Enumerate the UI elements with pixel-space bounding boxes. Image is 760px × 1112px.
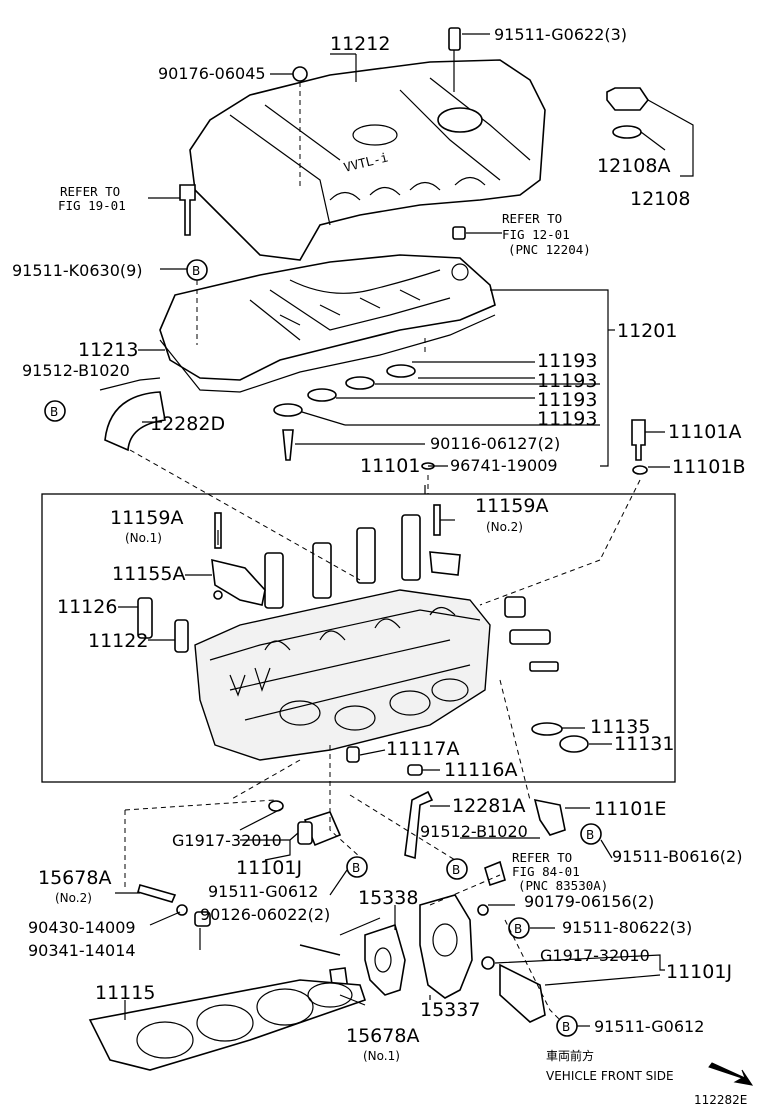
bolt-b-marker-1: B xyxy=(192,264,200,278)
label-refer-fig12-a: REFER TO xyxy=(502,211,562,226)
label-11116A: 11116A xyxy=(444,759,517,781)
label-refer-fig19-b: FIG 19-01 xyxy=(58,198,126,213)
part-number-labels: 11212 91511-G0622(3) 90176-06045 REFER T… xyxy=(12,25,747,1107)
label-91512-B1020-bot: 91512-B1020 xyxy=(420,822,528,841)
label-12108A: 12108A xyxy=(597,155,670,177)
label-90176-06045: 90176-06045 xyxy=(158,64,266,83)
label-refer-fig84-b: FIG 84-01 xyxy=(512,864,580,879)
label-refer-fig12-c: (PNC 12204) xyxy=(508,242,591,257)
label-12281A: 12281A xyxy=(452,795,525,817)
label-11193-4: 11193 xyxy=(537,408,597,430)
label-11201: 11201 xyxy=(617,320,677,342)
cylinder-head xyxy=(194,589,491,761)
label-no1-a: (No.1) xyxy=(125,531,162,545)
label-90179-06156: 90179-06156(2) xyxy=(524,892,654,911)
label-91511-80622: 91511-80622(3) xyxy=(562,918,692,937)
label-11159A-1: 11159A xyxy=(110,507,183,529)
bolt-b-marker-2: B xyxy=(50,405,58,419)
cam-cap-tubes xyxy=(137,504,589,776)
label-11212: 11212 xyxy=(330,33,390,55)
label-11159A-2: 11159A xyxy=(475,495,548,517)
label-15678A-b: 15678A xyxy=(346,1025,419,1047)
label-91511-G0612-a: 91511-G0612 xyxy=(208,882,318,901)
leader-lines xyxy=(99,33,694,1027)
label-figure-code: 112282E xyxy=(694,1093,747,1107)
bolt-b-marker-6: B xyxy=(514,922,522,936)
dashed-assembly-lines xyxy=(124,338,641,1021)
label-refer-fig84-a: REFER TO xyxy=(512,850,572,865)
label-vehicle-front-en: VEHICLE FRONT SIDE xyxy=(546,1069,674,1083)
label-G1917-32010-a: G1917-32010 xyxy=(172,831,282,850)
label-11101J-a: 11101J xyxy=(236,857,302,879)
cylinder-head-frame xyxy=(41,493,676,783)
label-refer-fig12-b: FIG 12-01 xyxy=(502,227,570,242)
label-90116-06127: 90116-06127(2) xyxy=(430,434,560,453)
label-11101J-b: 11101J xyxy=(666,961,732,983)
bolt-b-marker-4: B xyxy=(452,863,460,877)
label-12108: 12108 xyxy=(630,188,690,210)
label-11135: 11135 xyxy=(590,716,650,738)
label-11122: 11122 xyxy=(88,630,148,652)
label-11131: 11131 xyxy=(614,733,674,755)
label-11193-3: 11193 xyxy=(537,389,597,411)
label-no2-a: (No.2) xyxy=(486,520,523,534)
label-11101E: 11101E xyxy=(594,798,666,820)
label-vehicle-front-jp: 車両前方 xyxy=(546,1048,594,1063)
label-15678A-a: 15678A xyxy=(38,867,111,889)
label-12282D: 12282D xyxy=(150,413,225,435)
label-no1-b: (No.1) xyxy=(363,1049,400,1063)
label-refer-fig84-c: (PNC 83530A) xyxy=(518,878,608,893)
head-gasket-11115 xyxy=(88,979,367,1071)
label-91512-B1020-top: 91512-B1020 xyxy=(22,361,130,380)
label-11126: 11126 xyxy=(57,596,117,618)
vehicle-front-arrow xyxy=(708,1062,754,1086)
label-15338: 15338 xyxy=(358,887,418,909)
label-11155A: 11155A xyxy=(112,563,185,585)
label-11101B: 11101B xyxy=(672,456,745,478)
label-11213: 11213 xyxy=(78,339,138,361)
label-11101: 11101 xyxy=(360,455,420,477)
valve-cover-11201 xyxy=(159,254,496,393)
label-11193-2: 11193 xyxy=(537,370,597,392)
label-no2-b: (No.2) xyxy=(55,891,92,905)
label-11101A: 11101A xyxy=(668,421,741,443)
label-91511-K0630: 91511-K0630(9) xyxy=(12,261,143,280)
label-90126-06022: 90126-06022(2) xyxy=(200,905,330,924)
bolt-b-marker-7: B xyxy=(562,1020,570,1034)
lower-parts: B B B B B xyxy=(137,790,602,1037)
engine-cover-11212: VVTL-i xyxy=(189,59,546,261)
label-90341-14014: 90341-14014 xyxy=(28,941,136,960)
label-refer-fig19-a: REFER TO xyxy=(60,184,120,199)
label-91511-G0622: 91511-G0622(3) xyxy=(494,25,627,44)
label-11117A: 11117A xyxy=(386,738,459,760)
label-90430-14009: 90430-14009 xyxy=(28,918,136,937)
label-91511-B0616: 91511-B0616(2) xyxy=(612,847,742,866)
bolt-b-marker-5: B xyxy=(352,861,360,875)
bolt-b-marker-3: B xyxy=(586,828,594,842)
label-15337: 15337 xyxy=(420,999,480,1021)
label-11115: 11115 xyxy=(95,982,155,1004)
label-11193-1: 11193 xyxy=(537,350,597,372)
top-small-parts: B B xyxy=(44,27,649,475)
label-96741-19009: 96741-19009 xyxy=(450,456,558,475)
label-G1917-32010-b: G1917-32010 xyxy=(540,946,650,965)
label-91511-G0612-b: 91511-G0612 xyxy=(594,1017,704,1036)
